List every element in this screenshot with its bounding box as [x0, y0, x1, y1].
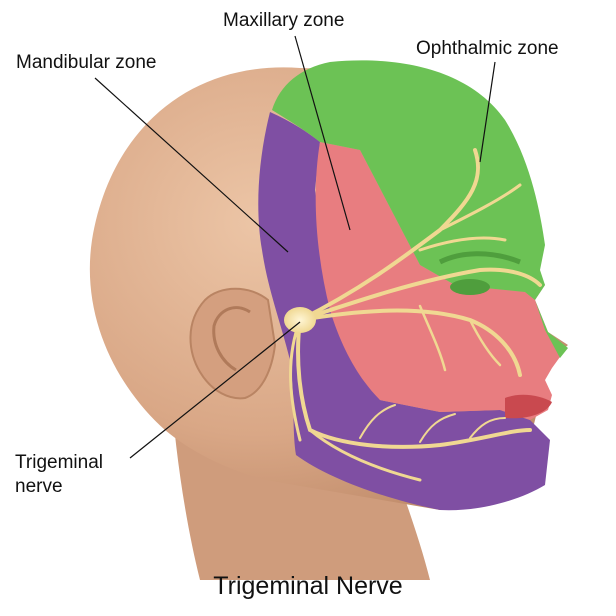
mandibular-zone: [258, 112, 550, 511]
leader-ophthalmic: [479, 61, 496, 163]
leader-trigeminal: [129, 321, 301, 459]
maxillary-zone: [315, 142, 565, 420]
ear: [189, 287, 277, 400]
maxillary-zone-label: Maxillary zone: [223, 10, 345, 31]
nerve-branches: [289, 148, 542, 482]
leader-lines: [94, 35, 496, 459]
eyebrow: [438, 251, 521, 265]
eye: [450, 279, 490, 295]
leader-mandibular: [94, 77, 289, 253]
ear-inner: [212, 306, 251, 372]
lips: [505, 394, 552, 419]
leader-maxillary: [294, 35, 351, 231]
trigeminal-ganglion: [284, 307, 316, 333]
ophthalmic-zone-label: Ophthalmic zone: [416, 38, 559, 59]
ophthalmic-zone: [272, 60, 568, 359]
figure-caption: Trigeminal Nerve: [213, 572, 403, 600]
trigeminal-nerve-label-line1: Trigeminal: [15, 452, 103, 473]
mandibular-zone-label: Mandibular zone: [16, 52, 157, 73]
trigeminal-nerve-label-line2: nerve: [15, 476, 63, 497]
